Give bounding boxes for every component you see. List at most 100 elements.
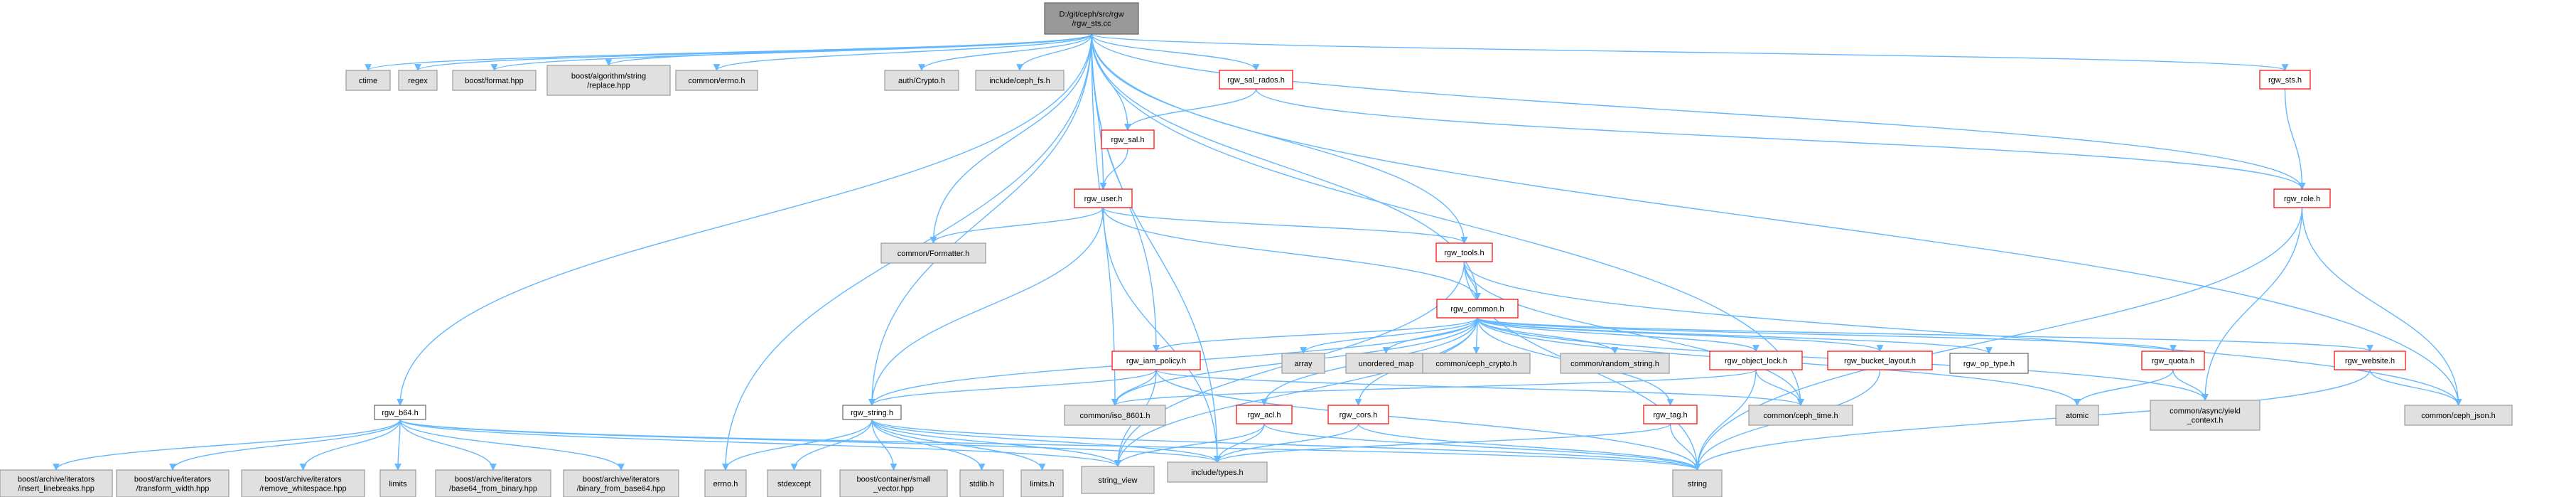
edge-rgw_sal-to-rgw_user	[1099, 148, 1128, 190]
node-label-remove_whitespace-line-1: /remove_whitespace.hpp	[259, 485, 346, 493]
node-rgw_website[interactable]: rgw_website.h	[2334, 351, 2406, 370]
node-box-limits	[379, 469, 416, 497]
node-label-boost_replace-line-0: boost/algorithm/string	[571, 73, 646, 81]
nodes-layer: D:/git/ceph/src/rgw/rgw_sts.cc rgw_b64.h c…	[0, 2, 2513, 497]
edge-root-to-ceph_json	[1091, 33, 2462, 406]
edge-rgw_user-to-rgw_tools	[1102, 207, 1468, 244]
node-box-rgw_sal	[1101, 129, 1155, 149]
edge-root-to-rgw_sal_rados	[1091, 33, 1260, 71]
node-label-auth_crypto-line-0: auth/Crypto.h	[898, 77, 945, 85]
node-label-errno_h-line-0: errno.h	[713, 480, 738, 488]
node-rgw_object_lock[interactable]: rgw_object_lock.h	[1709, 351, 1803, 370]
edge-root-to-include_types	[1091, 33, 1221, 463]
edge-rgw_string-to-stdlib_h	[871, 419, 986, 471]
edge-rgw_common-to-string_view	[1114, 317, 1478, 467]
edge-rgw_iam_policy-to-string	[1155, 369, 1701, 471]
edge-rgw_common-to-rgw_website	[1477, 317, 2373, 352]
node-label-base64_from_binary-line-0: boost/archive/iterators	[455, 476, 532, 484]
node-rgw_quota[interactable]: rgw_quota.h	[2141, 351, 2205, 370]
node-label-rgw_sal_rados-line-0: rgw_sal_rados.h	[1227, 76, 1285, 85]
node-label-rgw_b64-line-0: rgw_b64.h	[382, 409, 418, 417]
node-label-string_view-line-0: string_view	[1098, 476, 1137, 485]
node-label-iso_8601-line-0: common/iso_8601.h	[1079, 412, 1150, 420]
edge-rgw_string-to-string	[871, 419, 1701, 471]
node-box-rgw_role	[2273, 188, 2331, 208]
node-stdlib_h: stdlib.h	[959, 469, 1004, 497]
edge-root-to-ceph_time	[1091, 33, 1804, 406]
node-label-limits_h-line-0: limits.h	[1030, 480, 1054, 488]
node-label-rgw_tools-line-0: rgw_tools.h	[1444, 249, 1484, 257]
node-label-ceph_time-line-0: common/ceph_time.h	[1763, 412, 1838, 420]
node-unordered_map: unordered_map	[1345, 353, 1427, 374]
node-rgw_tools[interactable]: rgw_tools.h	[1435, 242, 1493, 262]
node-box-random_string	[1560, 353, 1670, 374]
node-label-ceph_fs-line-0: include/ceph_fs.h	[989, 77, 1050, 85]
node-box-ceph_crypto	[1422, 353, 1531, 374]
edge-rgw_website-to-ceph_json	[2369, 369, 2462, 406]
node-box-array	[1281, 353, 1325, 374]
node-box-ceph_json	[2404, 405, 2513, 426]
node-rgw_b64[interactable]: rgw_b64.h	[374, 405, 426, 420]
node-box-stdexcept	[767, 469, 821, 497]
node-label-remove_whitespace-line-0: boost/archive/iterators	[264, 476, 342, 484]
node-label-ceph_crypto-line-0: common/ceph_crypto.h	[1435, 360, 1516, 368]
node-rgw_common[interactable]: rgw_common.h	[1436, 299, 1519, 319]
node-box-boost_format	[452, 70, 537, 91]
node-ceph_json: common/ceph_json.h	[2404, 405, 2513, 426]
node-label-rgw_website-line-0: rgw_website.h	[2345, 357, 2395, 365]
edge-root-to-auth_crypto	[918, 33, 1092, 71]
node-rgw_bucket_layout[interactable]: rgw_bucket_layout.h	[1827, 351, 1933, 370]
node-box-rgw_tag	[1643, 405, 1698, 424]
node-errno_h: errno.h	[704, 469, 747, 497]
node-binary_from_base64: boost/archive/iterators/binary_from_base…	[563, 469, 679, 497]
node-insert_linebreaks: boost/archive/iterators/insert_linebreak…	[0, 469, 113, 497]
node-label-stdlib_h-line-0: stdlib.h	[969, 480, 994, 488]
node-label-array-line-0: array	[1294, 360, 1313, 368]
node-rgw_cors[interactable]: rgw_cors.h	[1327, 405, 1389, 424]
node-boost_format: boost/format.hpp	[452, 70, 537, 91]
node-box-rgw_tools	[1435, 242, 1493, 262]
node-label-rgw_role-line-0: rgw_role.h	[2284, 195, 2320, 203]
node-rgw_role[interactable]: rgw_role.h	[2273, 188, 2331, 208]
node-label-rgw_tag-line-0: rgw_tag.h	[1653, 411, 1687, 419]
edge-root-to-regex	[414, 33, 1092, 71]
edge-rgw_common-to-rgw_op_type	[1477, 317, 1993, 354]
node-rgw_acl[interactable]: rgw_acl.h	[1236, 405, 1293, 424]
node-label-transform_width-line-1: /transform_width.hpp	[136, 485, 210, 493]
edge-rgw_tag-to-include_types	[1214, 423, 1671, 463]
edge-rgw_acl-to-string	[1263, 423, 1701, 471]
node-box-rgw_string	[842, 405, 902, 420]
edge-rgw_string-to-include_types	[871, 419, 1221, 463]
node-rgw_iam_policy[interactable]: rgw_iam_policy.h	[1111, 351, 1201, 370]
node-ceph_crypto: common/ceph_crypto.h	[1422, 353, 1531, 374]
node-random_string: common/random_string.h	[1560, 353, 1670, 374]
node-box-root	[1044, 2, 1139, 35]
node-box-rgw_sts	[2259, 70, 2311, 90]
edge-rgw_b64-to-include_types	[399, 419, 1221, 463]
node-rgw_user[interactable]: rgw_user.h	[1074, 188, 1133, 208]
node-box-boost_replace	[546, 65, 671, 96]
node-base64_from_binary: boost/archive/iterators/base64_from_bina…	[435, 469, 551, 497]
node-label-rgw_string-line-0: rgw_string.h	[851, 409, 893, 417]
node-box-rgw_cors	[1327, 405, 1389, 424]
node-rgw_op_type[interactable]: rgw_op_type.h	[1949, 353, 2029, 374]
node-label-async_yield-line-0: common/async/yield	[2170, 407, 2241, 416]
edge-rgw_quota-to-async_yield	[2172, 369, 2209, 401]
node-box-auth_crypto	[884, 70, 959, 91]
node-rgw_sal[interactable]: rgw_sal.h	[1101, 129, 1155, 149]
node-root[interactable]: D:/git/ceph/src/rgw/rgw_sts.cc	[1044, 2, 1139, 35]
node-transform_width: boost/archive/iterators/transform_width.…	[116, 469, 230, 497]
node-label-rgw_object_lock-line-0: rgw_object_lock.h	[1725, 357, 1787, 365]
edge-rgw_common-to-rgw_iam_policy	[1153, 317, 1478, 352]
node-rgw_string[interactable]: rgw_string.h	[842, 405, 902, 420]
node-rgw_sts[interactable]: rgw_sts.h	[2259, 70, 2311, 90]
edge-rgw_sts-to-rgw_role	[2284, 88, 2306, 190]
edge-root-to-ceph_fs	[1016, 33, 1092, 71]
node-rgw_sal_rados[interactable]: rgw_sal_rados.h	[1219, 70, 1293, 90]
node-array: array	[1281, 353, 1325, 374]
edge-rgw_tag-to-string	[1669, 423, 1701, 471]
node-box-ceph_fs	[975, 70, 1065, 91]
node-rgw_tag[interactable]: rgw_tag.h	[1643, 405, 1698, 424]
edge-root-to-common_errno	[713, 33, 1092, 71]
node-box-rgw_b64	[374, 405, 426, 420]
